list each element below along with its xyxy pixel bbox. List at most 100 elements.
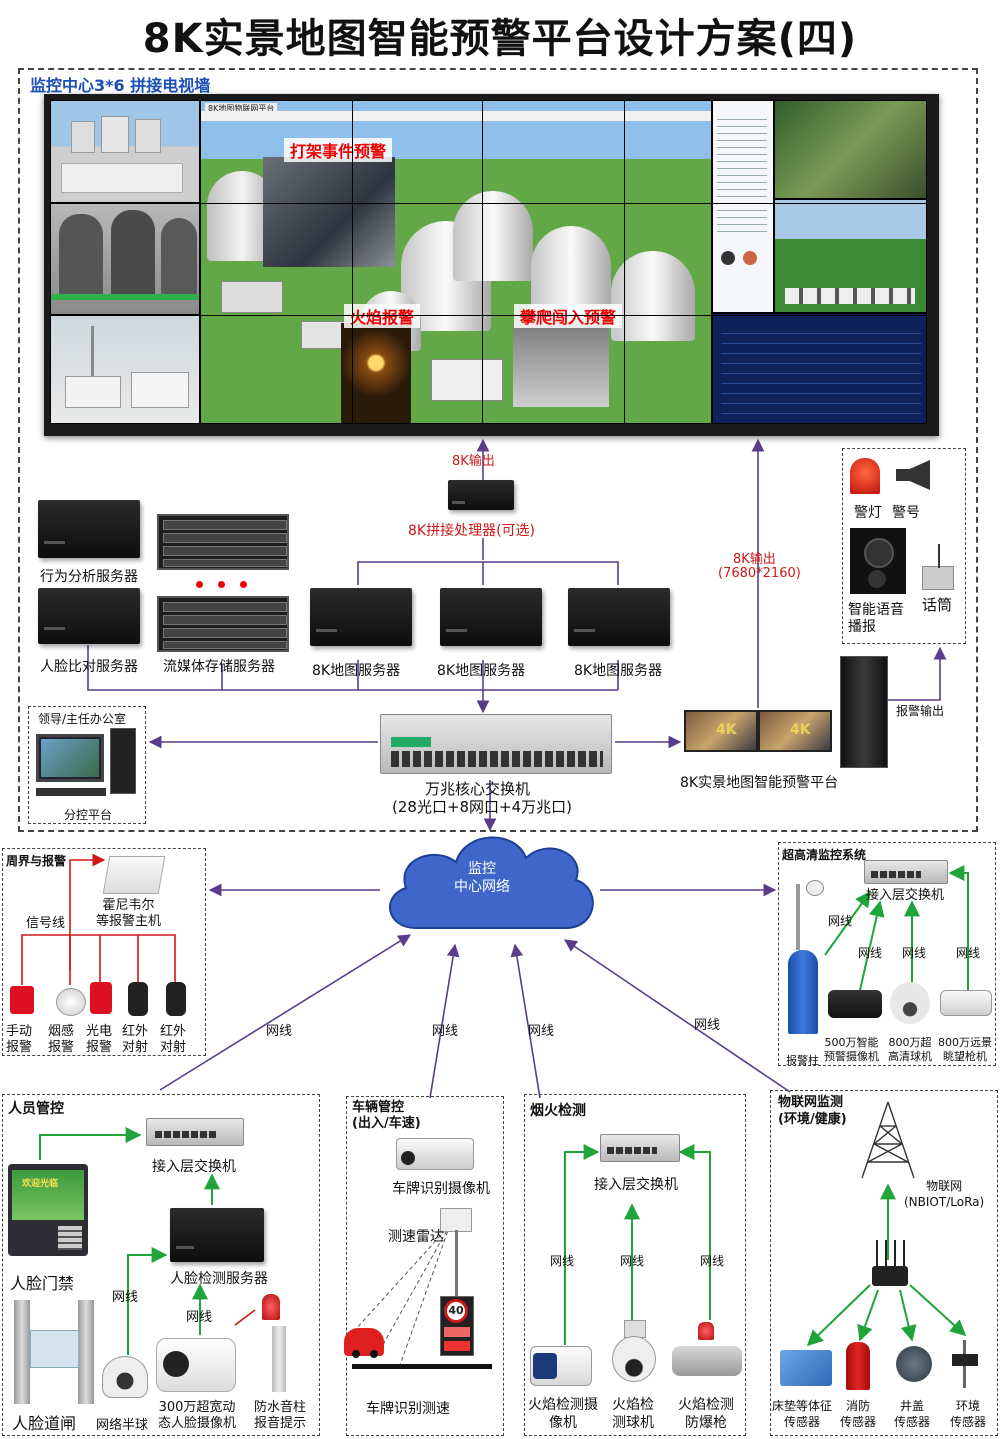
strobe-icon: [262, 1294, 280, 1320]
splicer-label: 8K拼接处理器(可选): [408, 523, 536, 539]
page-title: 8K实景地图智能预警平台设计方案(四): [142, 16, 858, 62]
perimeter-label: 周界与报警: [6, 854, 67, 868]
link-label-vehicle: 网线: [432, 1024, 459, 1039]
storage-dots: [196, 581, 256, 591]
radar-label: 测速雷达: [388, 1229, 444, 1245]
alarm-pole-icon: [788, 950, 818, 1034]
wall-cell-map: [774, 100, 927, 199]
office-platform-label: 分控平台: [64, 808, 113, 822]
map-server-2-label: 8K地图服务器: [437, 663, 526, 679]
flame-camera-icon: [530, 1346, 592, 1386]
platform-label: 8K实景地图智能预警平台: [680, 775, 839, 791]
office-label: 领导/主任办公室: [38, 712, 127, 726]
uhd-switch-label: 接入层交换机: [866, 888, 945, 903]
perimeter-device-3: 红外 对射: [122, 1024, 149, 1055]
fire-switch-label: 接入层交换机: [594, 1177, 678, 1193]
fire-link-2: 网线: [620, 1254, 645, 1268]
link-label-iot: 网线: [694, 1018, 721, 1033]
speed-limit-value: 40: [448, 1304, 464, 1317]
office-keyboard: [36, 788, 106, 796]
core-switch-line2: (28光口+8网口+4万兆口): [392, 798, 573, 816]
map-server-1-label: 8K地图服务器: [312, 663, 401, 679]
core-switch: [380, 714, 612, 774]
map-server-1: [310, 588, 412, 646]
iot-gateway-icon: [872, 1266, 908, 1286]
plate-camera-icon: [396, 1138, 474, 1170]
perimeter-frame: [2, 848, 206, 1056]
face-compare-server-label: 人脸比对服务器: [40, 659, 138, 675]
fire-device-1: 火焰检 测球机: [612, 1397, 654, 1431]
fight-photo: [263, 157, 395, 267]
uhd-device-0: 报警柱: [786, 1054, 819, 1067]
personnel-label: 人员管控: [8, 1101, 64, 1117]
fire-access-switch: [600, 1134, 680, 1162]
manhole-sensor-icon: [896, 1346, 932, 1382]
office-frame: [28, 706, 146, 824]
mic-label: 话筒: [922, 596, 953, 614]
plate-speed-label: 车牌识别测速: [366, 1401, 450, 1417]
turnstile-label: 人脸道闸: [12, 1414, 77, 1433]
uhd-link-4: 网线: [956, 946, 981, 960]
wide-camera-label: 300万超宽动 态人脸摄像机: [158, 1400, 237, 1431]
uhd-access-switch: [864, 860, 948, 884]
vehicle-label: 车辆管控 (出入/车速): [352, 1100, 421, 1131]
fire-label: 烟火检测: [530, 1103, 586, 1119]
uhd-device-3: 800万远景 眺望枪机: [938, 1036, 992, 1063]
wall-dashboard: [712, 313, 927, 424]
uhd-device-1: 500万智能 预警摄像机: [824, 1036, 879, 1063]
road-line: [352, 1364, 492, 1369]
car-icon: [344, 1328, 384, 1358]
wall-header: 8K地图物联网平台: [205, 103, 278, 114]
video-wall: 8K地图物联网平台 打架事件预警 火焰报警 攀爬闯入预警: [44, 94, 939, 436]
speed-sign-icon: 40: [440, 1296, 474, 1356]
map-server-3: [568, 588, 670, 646]
alarm-output-label: 报警输出: [896, 704, 945, 718]
map-server-3-label: 8K地图服务器: [574, 663, 663, 679]
platform-monitor-right: 4K: [758, 710, 832, 752]
fire-hydrant-icon: [846, 1342, 870, 1390]
manual-alarm-icon: [10, 986, 34, 1014]
horn-label: 警号: [892, 505, 920, 521]
monitor-center-frame: [18, 68, 978, 832]
office-tower: [110, 728, 136, 794]
core-switch-line1: 万兆核心交换机: [425, 780, 531, 798]
storage-array-top: [157, 514, 289, 570]
office-monitor: [36, 734, 104, 782]
map-server-2: [440, 588, 542, 646]
uhd-device-2: 800万超 高清球机: [888, 1036, 932, 1063]
infrared-beam-icon-1: [128, 982, 148, 1016]
uhd-frame: [778, 842, 996, 1066]
platform-badge-left: 4K: [716, 722, 737, 738]
iot-tower-icon: [861, 1101, 915, 1179]
iot-device-1: 消防 传感器: [840, 1399, 877, 1429]
wide-dynamic-camera-icon: [156, 1338, 236, 1392]
dome-label: 网络半球: [96, 1418, 149, 1433]
lamp-label: 警灯: [854, 505, 882, 521]
warning-lamp-icon: [850, 458, 880, 494]
wall-cell-tanks-a: [50, 100, 200, 203]
smoke-detector-icon: [56, 988, 86, 1016]
pole-camera-arm: [796, 884, 800, 950]
wall-software-panel: [712, 100, 774, 313]
face-detect-server-label: 人脸检测服务器: [170, 1271, 268, 1287]
uhd-link-1: 网线: [828, 914, 853, 928]
speaker-column-icon: [272, 1326, 286, 1392]
iot-gateway-antennas: [876, 1240, 906, 1266]
dome-camera-icon: [890, 982, 930, 1024]
network-cloud: [389, 836, 594, 929]
fire-device-2: 火焰检测 防爆枪: [678, 1397, 734, 1431]
personnel-link-1: 网线: [112, 1290, 139, 1305]
explosion-proof-camera-icon: [672, 1322, 742, 1386]
turnstile-icon: [14, 1300, 94, 1404]
face-gate-terminal: 欢迎光临: [8, 1164, 88, 1256]
behavior-server: [38, 500, 140, 558]
perimeter-device-4: 红外 对射: [160, 1024, 187, 1055]
infrared-beam-icon-2: [166, 982, 186, 1016]
face-compare-server: [38, 588, 140, 644]
platform-monitor-left: 4K: [684, 710, 758, 752]
wall-3d-map: 8K地图物联网平台: [200, 100, 712, 424]
uhd-link-3: 网线: [902, 946, 927, 960]
fire-link-1: 网线: [550, 1254, 575, 1268]
cloud-line1: 监控: [468, 861, 496, 877]
gate-screen-text: 欢迎光临: [22, 1179, 59, 1189]
